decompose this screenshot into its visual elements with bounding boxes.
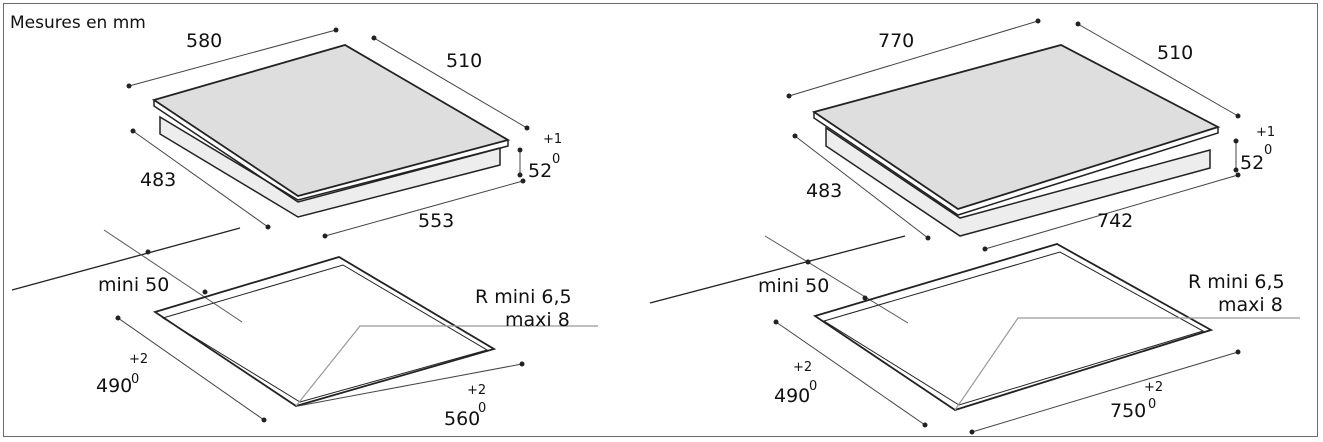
- left-dim-top-depth: [373, 37, 528, 129]
- left-height-value: 52: [528, 160, 552, 182]
- left-cutout-length-tol-lower: 0: [478, 401, 486, 416]
- right-height-value: 52: [1240, 152, 1264, 174]
- left-body-length-label: 553: [418, 210, 454, 232]
- right-cutout-depth-tol-lower: 0: [809, 379, 817, 394]
- left-radius-label-2: maxi 8: [505, 309, 570, 331]
- left-dim-body-depth: [132, 130, 269, 228]
- right-worktop-edge: [649, 235, 906, 304]
- right-height-tol-lower: 0: [1264, 143, 1272, 158]
- right-body-length-label: 742: [1097, 210, 1133, 232]
- left-height-tol-lower: 0: [552, 152, 560, 167]
- left-cutout-depth-label: 490: [96, 375, 132, 397]
- right-hob-drawing: [649, 18, 1300, 435]
- left-cutout-inner: [161, 264, 489, 403]
- units-label: Mesures en mm: [10, 13, 146, 33]
- left-cutout-depth-tol-upper: +2: [129, 352, 148, 367]
- left-cutout-length-tol-upper: +2: [467, 383, 486, 398]
- left-dim-body-length: [324, 180, 524, 237]
- right-height-tol-upper: +1: [1256, 125, 1275, 140]
- left-min-spacing-label: mini 50: [98, 274, 169, 296]
- right-cutout-length-label: 750: [1110, 400, 1146, 422]
- left-hob-drawing: [11, 27, 598, 423]
- left-height-tol-upper: +1: [543, 132, 562, 147]
- left-radius-leader: [295, 325, 598, 407]
- left-top-depth-label: 510: [446, 50, 482, 72]
- right-hob-body: [825, 126, 1211, 237]
- right-cutout-length-tol-upper: +2: [1144, 380, 1163, 395]
- left-cutout-outer: [152, 256, 497, 407]
- left-radius-label-1: R mini 6,5: [475, 286, 572, 308]
- right-top-depth-label: 510: [1157, 42, 1193, 64]
- right-radius-leader: [954, 317, 1300, 411]
- right-cutout-depth-tol-upper: +2: [793, 360, 812, 375]
- right-cutout-depth-label: 490: [774, 385, 810, 407]
- right-min-spacing-label: mini 50: [758, 275, 829, 297]
- right-radius-label-1: R mini 6,5: [1188, 271, 1285, 293]
- left-cutout-depth-tol-lower: 0: [131, 372, 139, 387]
- right-body-depth-label: 483: [806, 180, 842, 202]
- left-dim-top-length: [128, 29, 337, 87]
- left-top-length-label: 580: [186, 30, 222, 52]
- right-radius-label-2: maxi 8: [1218, 294, 1283, 316]
- right-cutout-length-tol-lower: 0: [1148, 397, 1156, 412]
- right-cutout-inner: [822, 251, 1205, 406]
- right-cutout-outer: [812, 243, 1214, 411]
- left-body-depth-label: 483: [140, 169, 176, 191]
- right-top-length-label: 770: [878, 30, 914, 52]
- left-cutout-length-label: 560: [444, 408, 480, 430]
- left-worktop-edge: [11, 227, 241, 291]
